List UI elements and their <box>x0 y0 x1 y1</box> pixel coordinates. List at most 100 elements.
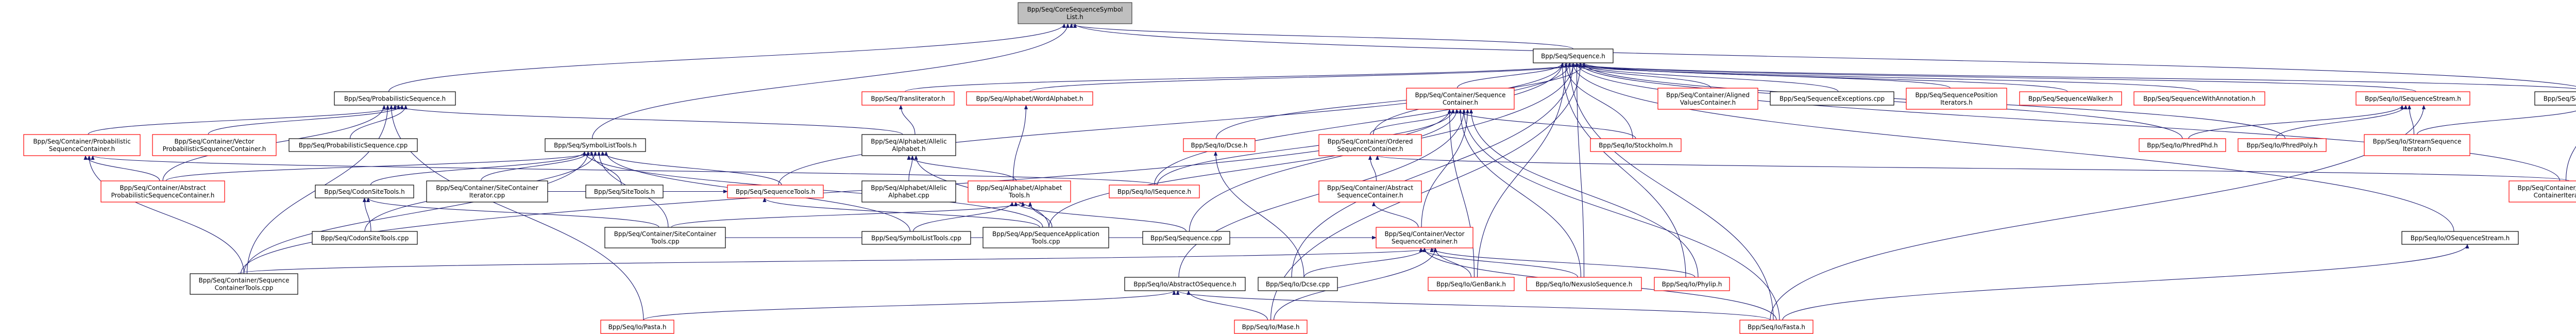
node-box <box>604 227 726 248</box>
file-node-probseqcont-h[interactable]: Bpp/Seq/Container/ProbabilisticSequenceC… <box>23 134 141 156</box>
file-node-iseqstream-h[interactable]: Bpp/Seq/Io/ISequenceStream.h <box>2355 91 2470 106</box>
node-label: Bpp/Seq/Container/Sequence <box>198 277 289 284</box>
include-edge <box>1154 62 1565 186</box>
file-node-phylip-h[interactable]: Bpp/Seq/Io/Phylip.h <box>1654 277 1730 291</box>
file-node-iseq-h[interactable]: Bpp/Seq/Io/ISequence.h <box>1109 185 1200 198</box>
include-edge <box>1564 62 2417 92</box>
file-node-absprobseqcont-h[interactable]: Bpp/Seq/Container/AbstractProbabilisticS… <box>100 180 225 203</box>
node-label: Bpp/Seq/Transliterator.h <box>871 95 945 102</box>
file-node-alignedvals-h[interactable]: Bpp/Seq/Container/AlignedValuesContainer… <box>1657 88 1758 110</box>
file-node-wordalpha-h[interactable]: Bpp/Seq/Alphabet/WordAlphabet.h <box>966 91 1093 106</box>
file-node-orderedseqcont-h[interactable]: Bpp/Seq/Container/OrderedSequenceContain… <box>1318 134 1422 156</box>
include-edge <box>1571 62 1711 89</box>
include-edge <box>1477 62 1568 278</box>
file-node-absoseq-h[interactable]: Bpp/Seq/Io/AbstractOSequence.h <box>1124 277 1246 291</box>
file-node-seq-h[interactable]: Bpp/Seq/Sequence.h <box>1533 48 1614 63</box>
file-node-symlisttools-h[interactable]: Bpp/Seq/SymbolListTools.h <box>545 138 646 152</box>
node-label: Bpp/Seq/Io/Pasta.h <box>608 323 667 330</box>
node-label: Bpp/Seq/Container/Sequence <box>1415 92 1505 99</box>
file-node-seqwalker-h[interactable]: Bpp/Seq/SequenceWalker.h <box>2019 91 2122 106</box>
include-edge <box>1433 247 1472 278</box>
node-label: ProbabilisticSequenceContainer.h <box>163 145 266 153</box>
node-box <box>190 273 298 295</box>
file-node-dcse-h[interactable]: Bpp/Seq/Io/Dcse.h <box>1183 138 1256 152</box>
file-node-nexus-h[interactable]: Bpp/Seq/Io/NexusIoSequence.h <box>1526 277 1642 291</box>
node-box <box>585 185 664 198</box>
node-label: ValuesContainer.h <box>1680 99 1736 106</box>
file-node-phredphd-h[interactable]: Bpp/Seq/Io/PhredPhd.h <box>2139 138 2226 152</box>
include-edge <box>2275 105 2408 139</box>
node-box <box>1376 227 1473 248</box>
node-box <box>861 134 956 156</box>
include-edge <box>1567 62 1774 321</box>
node-label: ContainerTools.cpp <box>215 285 274 292</box>
file-node-seq-cpp[interactable]: Bpp/Seq/Sequence.cpp <box>1142 231 1230 245</box>
node-box <box>545 138 646 152</box>
file-node-sitecontiter-cpp[interactable]: Bpp/Seq/Container/SiteContainerIterator.… <box>426 180 548 203</box>
file-node-seqtools-h[interactable]: Bpp/Seq/SequenceTools.h <box>727 185 824 198</box>
node-box <box>1590 138 1682 152</box>
node-label: Bpp/Seq/Io/Stockholm.h <box>1599 142 1673 149</box>
include-edge <box>1421 109 1470 228</box>
include-edge <box>671 202 1025 228</box>
file-node-seqcont-h[interactable]: Bpp/Seq/Container/SequenceContainer.h <box>1406 88 1515 110</box>
include-edge <box>589 151 622 186</box>
file-node-seqcontiter-h[interactable]: Bpp/Seq/Container/SequenceContainerItera… <box>2509 180 2576 203</box>
node-box <box>1258 277 1338 291</box>
file-node-seqcontools-cpp[interactable]: Bpp/Seq/Container/SequenceContainerTools… <box>190 273 298 295</box>
node-label: Bpp/Seq/Container/SiteContainer <box>436 185 538 192</box>
node-label: Bpp/Seq/Sequence.cpp <box>1150 235 1222 242</box>
node-label: Bpp/Seq/ProbabilisticSequence.h <box>344 95 446 102</box>
file-node-vecprobseqcont-h[interactable]: Bpp/Seq/Container/VectorProbabilisticSeq… <box>152 134 277 156</box>
node-box <box>100 180 225 203</box>
file-node-oseqstream-h[interactable]: Bpp/Seq/Io/OSequenceStream.h <box>2401 231 2519 245</box>
file-node-genbank-h[interactable]: Bpp/Seq/Io/GenBank.h <box>1428 277 1515 291</box>
node-label: ProbabilisticSequenceContainer.h <box>111 192 215 199</box>
file-node-codonsitetools-h[interactable]: Bpp/Seq/CodonSiteTools.h <box>315 185 414 198</box>
file-node-mase-h[interactable]: Bpp/Seq/Io/Mase.h <box>1234 320 1308 334</box>
node-box <box>1018 2 1132 24</box>
include-edge <box>1176 290 1771 321</box>
include-edge <box>165 151 594 181</box>
file-node-vecseqcont-h[interactable]: Bpp/Seq/Container/VectorSequenceContaine… <box>1376 227 1473 248</box>
node-box <box>1183 138 1256 152</box>
include-edge <box>2565 146 2576 181</box>
file-node-seqexc-cpp[interactable]: Bpp/Seq/SequenceExceptions.cpp <box>1770 91 1894 106</box>
node-box <box>2509 180 2576 203</box>
node-label: Bpp/Seq/CodonSiteTools.h <box>324 188 404 195</box>
include-edge <box>1458 109 1582 278</box>
file-node-phredpoly-h[interactable]: Bpp/Seq/Io/PhredPoly.h <box>2238 138 2327 152</box>
file-node-stockholm-h[interactable]: Bpp/Seq/Io/Stockholm.h <box>1590 138 1682 152</box>
file-node-probseq-cpp[interactable]: Bpp/Seq/ProbabilisticSequence.cpp <box>289 138 418 152</box>
node-label: Bpp/Seq/Io/ISequenceStream.h <box>2365 95 2461 102</box>
node-box <box>2534 91 2576 106</box>
file-node-fasta-h[interactable]: Bpp/Seq/Io/Fasta.h <box>1739 320 1814 334</box>
file-node-translit-h[interactable]: Bpp/Seq/Transliterator.h <box>861 91 955 106</box>
node-label: Bpp/Seq/Io/AbstractOSequence.h <box>1133 280 1236 288</box>
file-node-absseqcont-h[interactable]: Bpp/Seq/Container/AbstractSequenceContai… <box>1318 180 1422 203</box>
file-node-seqwithannot-h[interactable]: Bpp/Seq/SequenceWithAnnotation.h <box>2133 91 2265 106</box>
file-node-codonsitetools-cpp[interactable]: Bpp/Seq/CodonSiteTools.cpp <box>312 231 418 245</box>
file-node-dcse-cpp[interactable]: Bpp/Seq/Io/Dcse.cpp <box>1258 277 1338 291</box>
include-edge <box>591 23 1070 139</box>
include-edge <box>1291 62 1575 278</box>
include-edge <box>88 105 400 135</box>
file-node-sitetools-h[interactable]: Bpp/Seq/SiteTools.h <box>585 185 664 198</box>
node-label: Bpp/Seq/CodonSiteTools.cpp <box>321 235 409 242</box>
node-label: Bpp/Seq/CoreSequenceSymbol <box>1027 6 1123 13</box>
node-box <box>2133 91 2265 106</box>
include-edge <box>1561 62 2200 92</box>
file-node-probseq-h[interactable]: Bpp/Seq/ProbabilisticSequence.h <box>334 91 456 106</box>
file-node-symlisttools-cpp[interactable]: Bpp/Seq/SymbolListTools.cpp <box>861 231 971 245</box>
file-node-pasta-h[interactable]: Bpp/Seq/Io/Pasta.h <box>600 320 674 334</box>
